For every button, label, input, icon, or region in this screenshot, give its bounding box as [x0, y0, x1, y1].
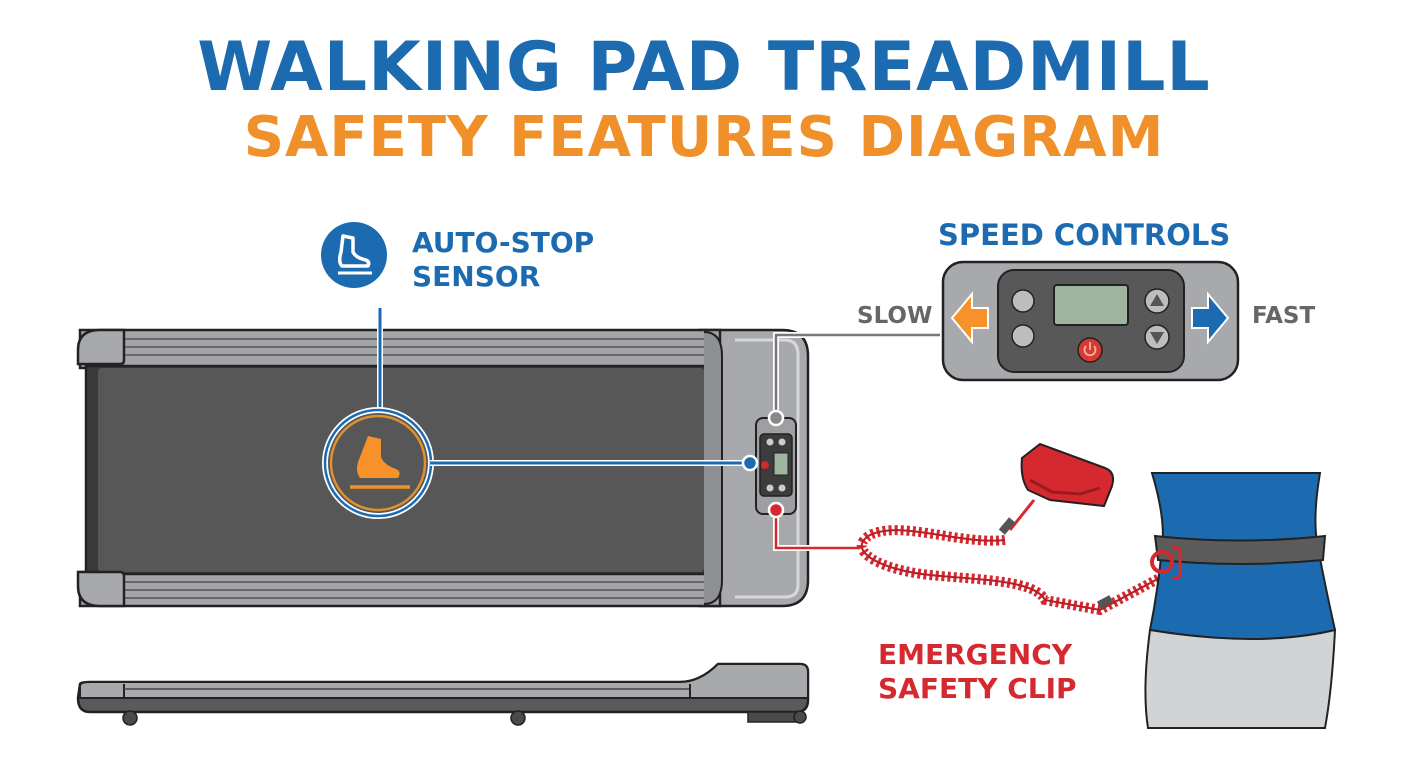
foot-icon [337, 234, 371, 268]
title-line-2: SAFETY FEATURES DIAGRAM [243, 105, 1165, 170]
emergency-line2: SAFETY CLIP [878, 672, 1077, 705]
emergency-line1: EMERGENCY [878, 638, 1073, 671]
slow-label: SLOW [857, 303, 933, 329]
auto-stop-line1: AUTO-STOP [412, 226, 595, 259]
down-arrow-icon [1150, 332, 1164, 344]
auto-stop-callout [321, 222, 759, 519]
speed-controls-label: SPEED CONTROLS [938, 218, 1231, 252]
title-line-1: WALKING PAD TREADMILL [197, 28, 1211, 107]
emergency-safety-clip [857, 442, 1168, 616]
fast-arrow-icon [1191, 291, 1230, 345]
speed-down-button[interactable] [1144, 324, 1170, 350]
speed-up-button[interactable] [1144, 288, 1170, 314]
power-icon [1083, 345, 1097, 357]
waist-belt [1153, 534, 1327, 565]
power-button[interactable] [1077, 337, 1103, 363]
treadmill-top-view [76, 328, 810, 608]
fast-button[interactable] [1011, 324, 1035, 348]
auto-stop-label: AUTO-STOP SENSOR [412, 226, 594, 294]
speed-connector [767, 332, 940, 427]
slow-arrow-icon [950, 291, 989, 345]
mini-control-panel[interactable] [755, 417, 797, 515]
speed-control-panel [941, 260, 1240, 382]
slow-button[interactable] [1011, 289, 1035, 313]
user-torso [1144, 472, 1337, 729]
emergency-connector [767, 501, 860, 551]
foot-sensor-icon [357, 436, 400, 478]
fast-label: FAST [1252, 303, 1316, 329]
belt-clip-ring [1150, 550, 1174, 574]
up-arrow-icon [1150, 294, 1164, 306]
emergency-label: EMERGENCY SAFETY CLIP [878, 638, 1077, 706]
auto-stop-line2: SENSOR [412, 260, 541, 293]
magnetic-key-icon [1020, 442, 1115, 508]
